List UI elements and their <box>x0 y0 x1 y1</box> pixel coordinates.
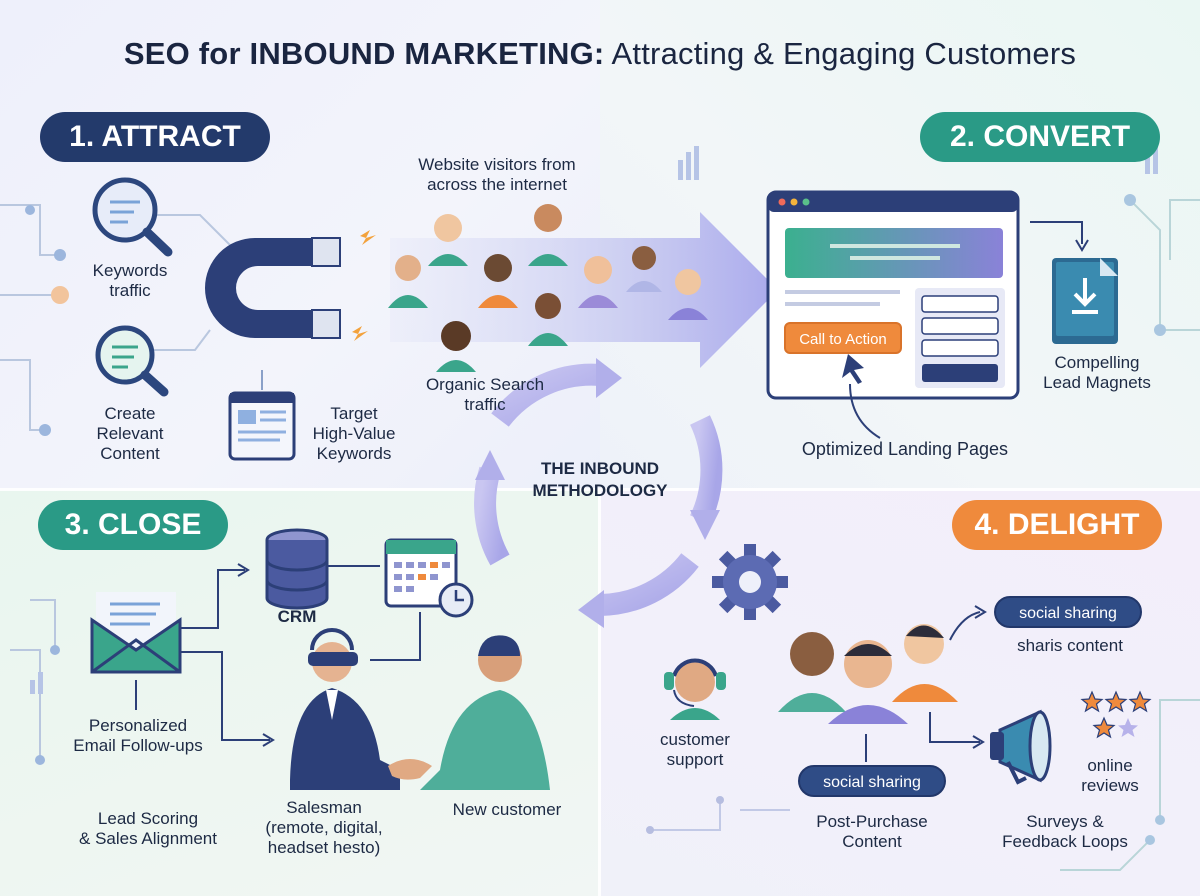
happy-customers <box>778 624 958 724</box>
surveys-feedback-label: Surveys &Feedback Loops <box>1002 812 1128 851</box>
cursor-icon <box>842 354 864 384</box>
social-sharing-tag-top: social sharing <box>994 596 1142 628</box>
new-customer-label: New customer <box>452 800 562 819</box>
ebook-download-icon <box>1052 258 1118 344</box>
vertical-divider <box>598 488 601 896</box>
methodology-label: THE INBOUND METHODOLOGY <box>532 459 668 500</box>
email-envelope-icon <box>90 592 182 674</box>
headset-icon <box>664 658 726 720</box>
handshake-icon <box>388 759 432 780</box>
circuit-lines-left <box>0 204 231 760</box>
social-sharing-tag-bottom: social sharing <box>798 765 946 797</box>
cycle-arrows <box>474 363 723 616</box>
new-customer-figure <box>420 635 550 790</box>
landing-pages-label: Optimized Landing Pages <box>801 439 1009 459</box>
landing-page-icon <box>766 190 1020 400</box>
stage-close-badge: 3. CLOSE <box>38 500 228 550</box>
magnifier-icon <box>92 177 173 257</box>
crm-label: CRM <box>277 607 317 626</box>
webpage-icon <box>228 391 296 461</box>
salesman-figure <box>290 628 400 790</box>
salesman-label: Salesman(remote, digital,headset hesto) <box>265 798 383 857</box>
spark-icon <box>352 230 376 341</box>
magnifier-icon <box>95 325 169 397</box>
magnet-icon <box>205 237 341 339</box>
lead-scoring-label: Lead Scoring& Sales Alignment <box>79 809 217 848</box>
stage-convert-badge: 2. CONVERT <box>920 112 1160 162</box>
page-title: SEO for INBOUND MARKETING: Attracting & … <box>123 36 1077 71</box>
traffic-arrow <box>390 212 778 368</box>
gear-icon <box>712 544 788 620</box>
stage-attract-badge: 1. ATTRACT <box>40 112 270 162</box>
calendar-clock-icon <box>384 538 474 618</box>
star-icon <box>1080 690 1152 739</box>
call-to-action-button: Call to Action <box>784 322 902 354</box>
database-icon <box>265 528 329 610</box>
shares-content-label: sharis content <box>1017 636 1123 655</box>
stage-delight-badge: 4. DELIGHT <box>952 500 1162 550</box>
megaphone-icon <box>990 709 1052 785</box>
visitor-people <box>388 204 708 372</box>
